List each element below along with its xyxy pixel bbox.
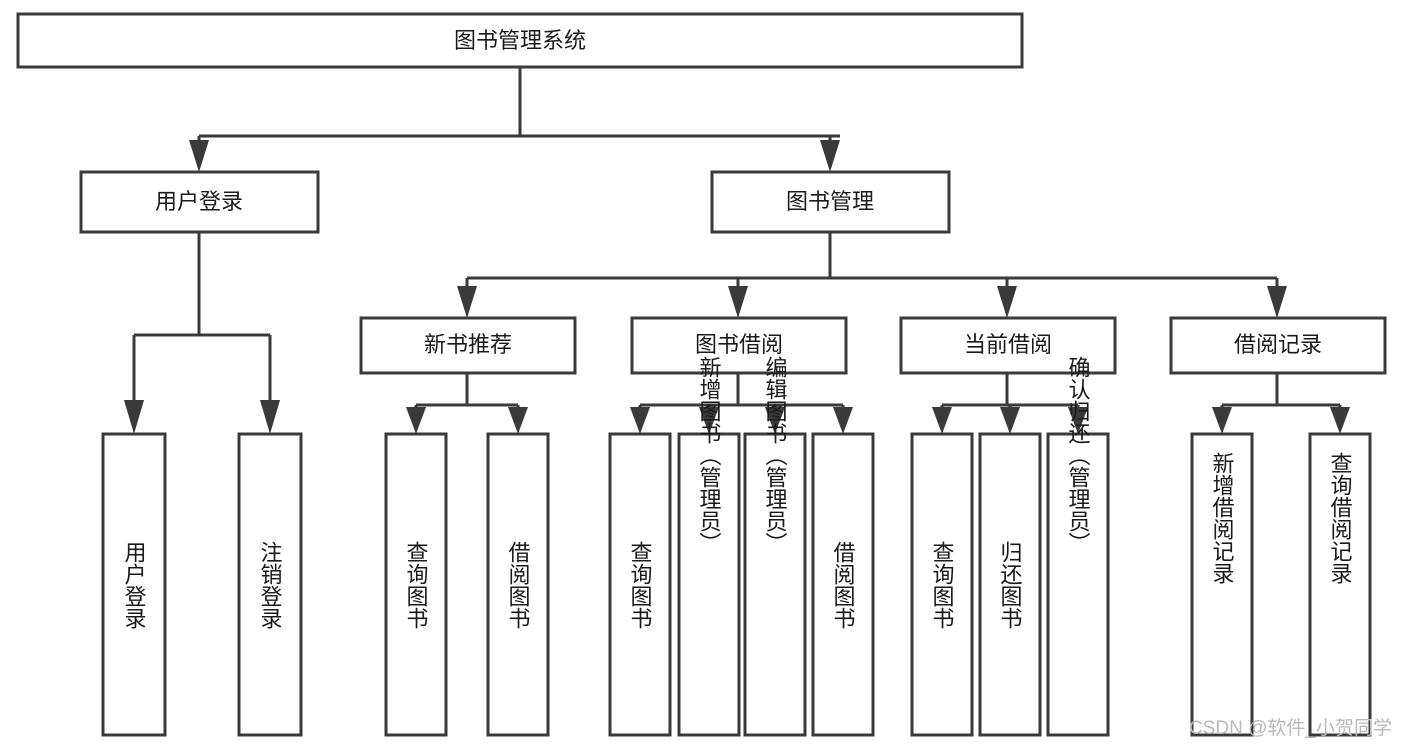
arrow-icon-to-current-borrow — [997, 286, 1017, 318]
arrow-icon-leaf-query-record — [1330, 407, 1350, 434]
leaf-edit-book-label: 编辑图书（管理员） — [763, 356, 788, 554]
connector-layer — [124, 67, 1350, 434]
leaf-query-book-3[interactable]: 查询图书 — [910, 432, 974, 737]
node-current-borrow-label: 当前借阅 — [964, 332, 1052, 357]
leaf-user-login-box[interactable] — [101, 432, 167, 737]
arrow-icon-leaf-query-book-3 — [932, 407, 952, 434]
leaf-user-logout-box[interactable] — [237, 432, 303, 737]
leaf-query-book-2-label: 查询图书 — [628, 541, 653, 629]
arrow-icon-leaf-query-book-1 — [406, 407, 426, 434]
node-book-manage-label: 图书管理 — [786, 189, 874, 214]
leaf-add-record-label: 新增借阅记录 — [1210, 452, 1235, 584]
leaf-user-logout-label: 注销登录 — [258, 541, 283, 629]
arrow-icon-leaf-user-login — [124, 400, 144, 434]
leaf-borrow-book-1[interactable]: 借阅图书 — [486, 432, 550, 737]
node-borrow-record-label: 借阅记录 — [1234, 332, 1322, 357]
leaf-add-book-box[interactable] — [677, 432, 741, 737]
leaf-query-book-2[interactable]: 查询图书 — [608, 432, 672, 737]
leaf-confirm-return-label: 确认归还（管理员） — [1066, 356, 1091, 554]
node-user-login-label: 用户登录 — [155, 189, 243, 214]
arrow-icon-leaf-borrow-book-2 — [833, 407, 853, 434]
csdn-watermark: CSDN @软件_小贺同学 — [1189, 717, 1392, 739]
node-root-label: 图书管理系统 — [454, 28, 586, 53]
leaf-query-book-3-box[interactable] — [910, 432, 974, 737]
leaf-query-record-box[interactable] — [1308, 432, 1372, 737]
arrow-icon-leaf-query-book-2 — [630, 407, 650, 434]
leaf-add-book[interactable]: 新增图书（管理员） — [677, 356, 741, 737]
node-borrow-record-box[interactable] — [1169, 316, 1387, 375]
leaf-edit-book-box[interactable] — [743, 432, 807, 737]
node-current-borrow-box[interactable] — [899, 316, 1117, 375]
leaf-user-login-label: 用户登录 — [122, 541, 147, 629]
arrow-icon-to-borrow-record — [1267, 286, 1287, 318]
leaf-add-record-box[interactable] — [1190, 432, 1254, 737]
node-book-borrow[interactable]: 图书借阅 — [630, 316, 848, 375]
arrow-icon-to-book-borrow — [728, 286, 748, 318]
node-new-book-recommend[interactable]: 新书推荐 — [359, 316, 577, 375]
leaf-add-book-label: 新增图书（管理员） — [697, 356, 722, 554]
node-root[interactable]: 图书管理系统 — [16, 12, 1024, 69]
leaf-query-book-1[interactable]: 查询图书 — [384, 432, 448, 737]
leaf-query-record-label: 查询借阅记录 — [1328, 452, 1353, 584]
leaf-return-book-label: 归还图书 — [998, 541, 1023, 629]
node-root-box[interactable] — [16, 12, 1024, 69]
leaf-return-book[interactable]: 归还图书 — [978, 432, 1042, 737]
leaf-borrow-book-1-label: 借阅图书 — [506, 541, 531, 629]
node-book-borrow-label: 图书借阅 — [695, 332, 783, 357]
node-user-login[interactable]: 用户登录 — [79, 170, 320, 234]
leaf-add-record[interactable]: 新增借阅记录 — [1190, 432, 1254, 737]
leaf-query-book-3-label: 查询图书 — [930, 541, 955, 629]
leaf-query-record[interactable]: 查询借阅记录 — [1308, 432, 1372, 737]
arrow-icon-to-new-book-recommend — [457, 286, 477, 318]
arrow-icon-leaf-add-book — [699, 407, 719, 434]
leaf-query-book-1-box[interactable] — [384, 432, 448, 737]
node-borrow-record[interactable]: 借阅记录 — [1169, 316, 1387, 375]
arrow-icon-leaf-user-logout — [260, 400, 280, 434]
leaf-confirm-return[interactable]: 确认归还（管理员） — [1046, 356, 1110, 737]
leaf-query-book-2-box[interactable] — [608, 432, 672, 737]
leaf-query-book-1-label: 查询图书 — [404, 541, 429, 629]
arrow-icon-leaf-confirm-return — [1068, 407, 1088, 434]
arrow-icon-to-book-manage — [820, 140, 840, 172]
node-new-book-recommend-label: 新书推荐 — [424, 332, 512, 357]
leaf-confirm-return-box[interactable] — [1046, 432, 1110, 737]
node-current-borrow[interactable]: 当前借阅 — [899, 316, 1117, 375]
arrow-icon-leaf-edit-book — [765, 407, 785, 434]
node-book-borrow-box[interactable] — [630, 316, 848, 375]
arrow-icon-to-user-login — [189, 140, 209, 172]
node-user-login-box[interactable] — [79, 170, 320, 234]
arrow-icon-leaf-borrow-book-1 — [508, 407, 528, 434]
leaf-borrow-book-2[interactable]: 借阅图书 — [811, 432, 875, 737]
arrow-icon-leaf-return-book — [1000, 407, 1020, 434]
leaf-user-logout[interactable]: 注销登录 — [237, 432, 303, 737]
leaf-borrow-book-1-box[interactable] — [486, 432, 550, 737]
node-book-manage-box[interactable] — [710, 170, 951, 234]
leaf-return-book-box[interactable] — [978, 432, 1042, 737]
leaf-borrow-book-2-box[interactable] — [811, 432, 875, 737]
leaf-borrow-book-2-label: 借阅图书 — [831, 541, 856, 629]
node-book-manage[interactable]: 图书管理 — [710, 170, 951, 234]
node-new-book-recommend-box[interactable] — [359, 316, 577, 375]
leaf-edit-book[interactable]: 编辑图书（管理员） — [743, 356, 807, 737]
arrow-icon-leaf-add-record — [1212, 407, 1232, 434]
leaf-user-login[interactable]: 用户登录 — [101, 432, 167, 737]
